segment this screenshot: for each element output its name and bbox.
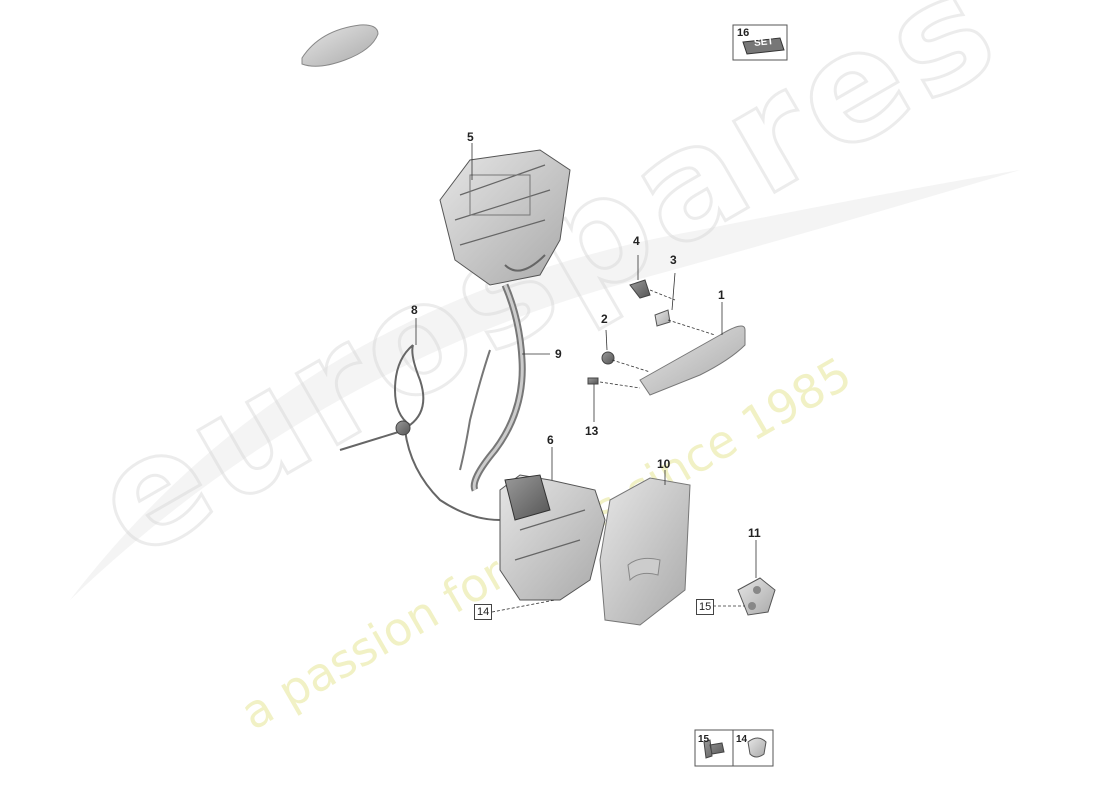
legend-number-14: 14 <box>736 734 748 745</box>
screw-part-13 <box>587 377 599 385</box>
callout-6: 6 <box>547 433 554 447</box>
inner-cable-9 <box>459 349 491 471</box>
callout-5: 5 <box>467 130 474 144</box>
screw-icon <box>703 739 725 759</box>
callout-9: 9 <box>555 347 562 361</box>
set-label: SET <box>753 36 774 49</box>
set-kit-icon <box>732 24 788 61</box>
callout-16: 16 <box>737 27 750 39</box>
lock-cover-part <box>599 477 691 626</box>
callout-8: 8 <box>411 303 418 317</box>
car-silhouette-icon <box>301 24 379 67</box>
striker-part <box>737 577 776 616</box>
legend-fasteners <box>694 729 774 767</box>
callout-14-boxed: 14 <box>474 604 493 620</box>
callout-2: 2 <box>601 312 608 326</box>
release-cable-8 <box>393 344 425 427</box>
callout-13: 13 <box>585 424 599 438</box>
callout-10: 10 <box>657 457 671 471</box>
callout-15-boxed: 15 <box>696 599 715 615</box>
callout-3: 3 <box>670 253 677 267</box>
door-handle-part <box>639 325 746 396</box>
clip-icon <box>747 737 767 758</box>
handle-carrier-part <box>439 149 571 286</box>
gasket-part-3 <box>654 309 671 327</box>
callout-4: 4 <box>633 234 640 248</box>
grommet-part-2 <box>601 351 615 365</box>
door-lock-part <box>499 474 606 601</box>
callout-11: 11 <box>748 526 761 540</box>
callout-1: 1 <box>718 288 725 302</box>
bracket-part-4 <box>629 279 651 299</box>
legend-number-15: 15 <box>698 734 710 745</box>
